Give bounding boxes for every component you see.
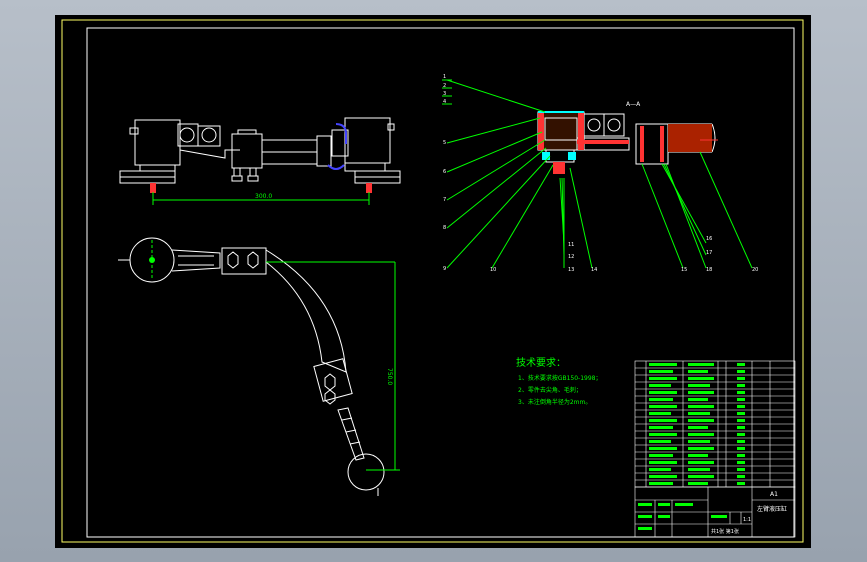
- callout-labels-bottom: 10 11 12 13 14 15 16 17 18 20: [490, 236, 758, 273]
- dimension-horizontal: [152, 192, 370, 205]
- parts-list-entries: [649, 363, 745, 485]
- dim-vertical-text: 750.0: [386, 368, 393, 385]
- svg-text:11: 11: [568, 242, 574, 248]
- svg-text:10: 10: [490, 267, 496, 273]
- tech-requirements-title: 技术要求：: [516, 356, 566, 369]
- outer-frame: [61, 19, 804, 543]
- svg-text:6: 6: [443, 169, 446, 175]
- pivot-marker: [149, 257, 155, 263]
- svg-text:4: 4: [443, 99, 446, 105]
- title-block-entries: [638, 503, 727, 530]
- sheet-size: A1: [770, 491, 778, 498]
- svg-text:5: 5: [443, 140, 446, 146]
- section-hatch: [538, 112, 712, 174]
- drawing-title: 左臂液压缸: [757, 505, 787, 513]
- svg-text:7: 7: [443, 197, 446, 203]
- leader-lines: [442, 79, 753, 269]
- inner-frame: [86, 27, 795, 538]
- svg-text:1: 1: [443, 74, 446, 80]
- tech-requirement-line: 2、零件去尖角、毛刺；: [518, 386, 582, 394]
- tech-requirement-line: 3、未注倒角半径为2mm。: [518, 398, 591, 406]
- title-block: [634, 486, 796, 538]
- svg-text:20: 20: [752, 267, 758, 273]
- svg-text:8: 8: [443, 225, 446, 231]
- section-label: A—A: [626, 101, 641, 108]
- plan-view: [118, 237, 385, 496]
- svg-text:3: 3: [443, 91, 446, 97]
- svg-text:2: 2: [443, 83, 446, 89]
- front-view-blue-features: [327, 123, 347, 170]
- svg-text:18: 18: [706, 267, 712, 273]
- dim-horizontal-text: 300.0: [255, 193, 272, 200]
- svg-text:16: 16: [706, 236, 712, 242]
- front-view-pins: [150, 183, 372, 193]
- front-view: [119, 117, 401, 184]
- parts-list: [634, 360, 796, 488]
- svg-text:12: 12: [568, 254, 574, 260]
- tech-requirement-line: 1、技术要求按GB150-1998；: [518, 374, 601, 382]
- svg-text:9: 9: [443, 266, 446, 272]
- callout-labels-left: 1 2 3 4 5 6 7 8 9: [443, 74, 446, 272]
- svg-text:17: 17: [706, 250, 712, 256]
- svg-text:15: 15: [681, 267, 687, 273]
- svg-text:13: 13: [568, 267, 574, 273]
- scale-ratio: 1:1: [743, 517, 751, 523]
- svg-text:14: 14: [591, 267, 597, 273]
- sheet-note: 共1张 第1张: [711, 528, 739, 535]
